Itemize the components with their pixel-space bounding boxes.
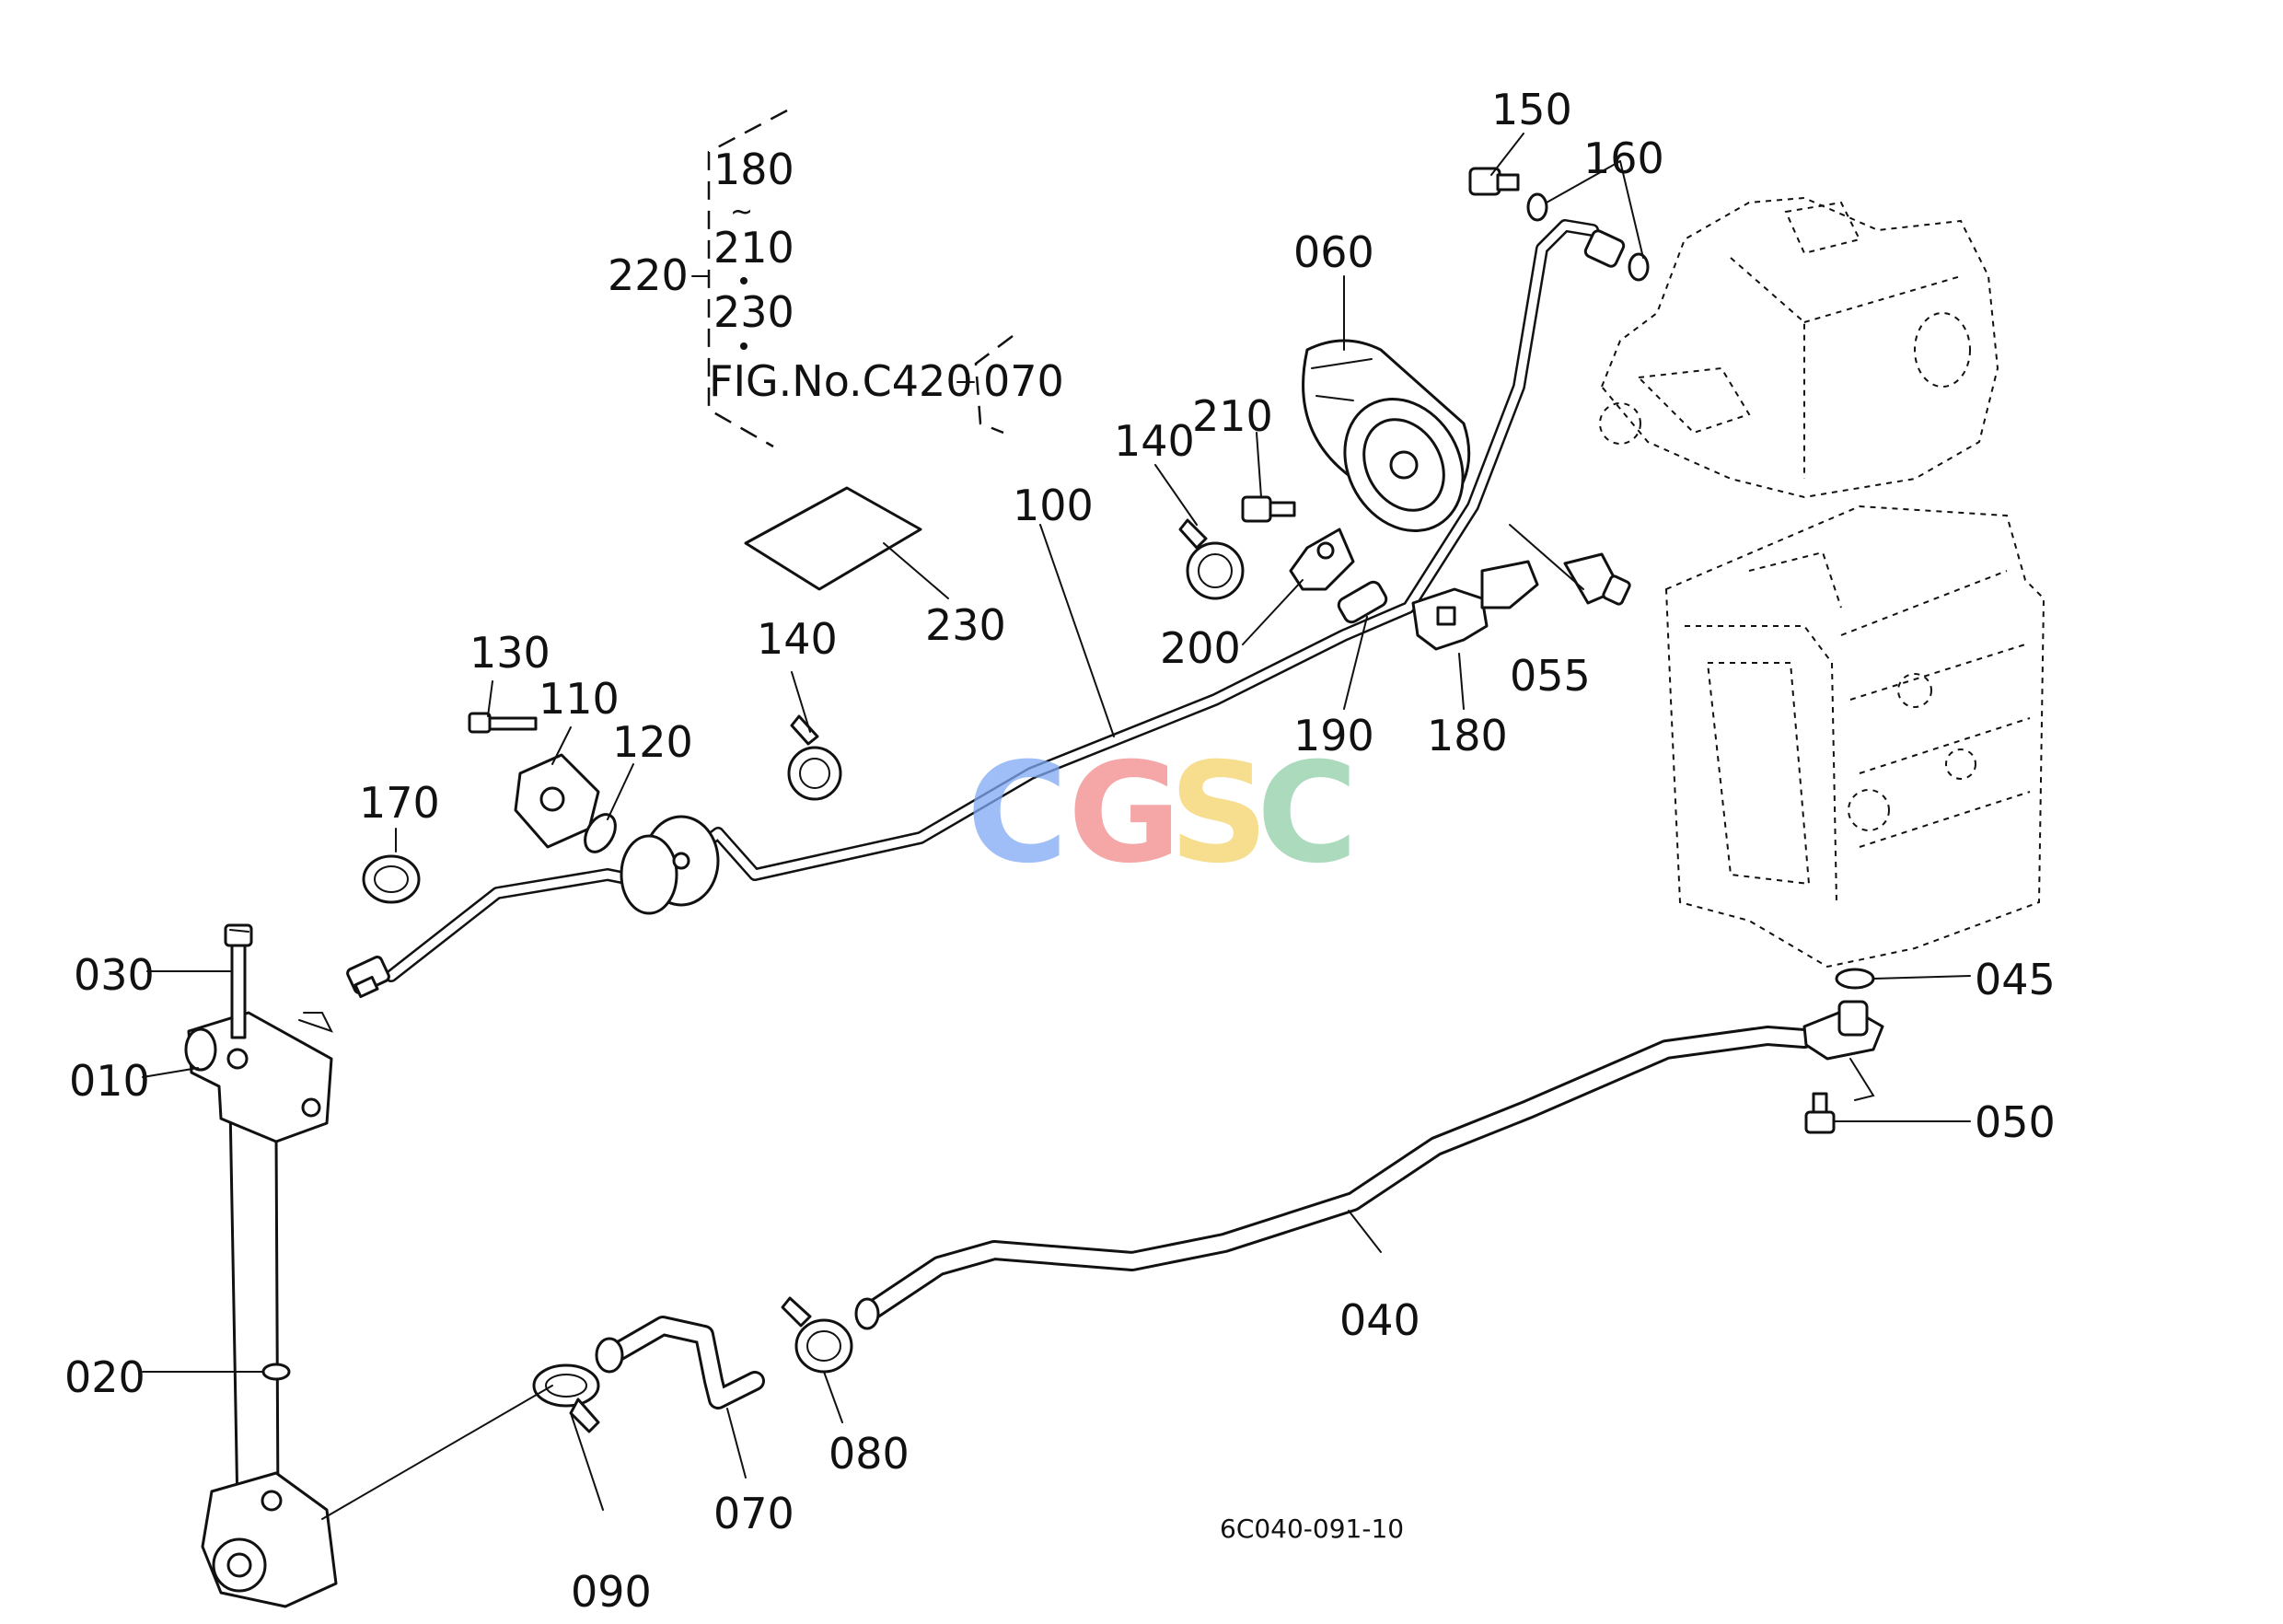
hose-clamp-080 [781, 1296, 853, 1374]
vertical-pipe [228, 1103, 280, 1512]
group-range-start: 180 [713, 145, 794, 194]
label-130: 130 [469, 628, 550, 678]
engine-block [1599, 196, 1999, 499]
bolt-210 [1241, 495, 1296, 523]
group-range-end: 210 [713, 223, 794, 273]
label-150: 150 [1491, 85, 1572, 134]
group-dot-2 [740, 342, 747, 350]
label-160: 160 [1583, 133, 1664, 183]
label-010: 010 [69, 1056, 150, 1106]
diagram-code: 6C040-091-10 [1220, 1514, 1404, 1544]
label-120: 120 [612, 717, 693, 767]
pipe-flange [1802, 1000, 1884, 1101]
suction-pipe [854, 1026, 1814, 1330]
group-fig-part: 070 [983, 356, 1064, 406]
watermark-letter-1: C [967, 734, 1068, 894]
watermark-letter-2: G [1068, 734, 1181, 894]
label-080: 080 [829, 1429, 910, 1479]
part-labels: 010 020 030 040 045 050 055 060 070 080 … [64, 85, 2056, 1617]
label-140-a: 140 [1114, 416, 1195, 466]
group-extra: 230 [713, 287, 794, 337]
pipe-fitting [346, 956, 390, 999]
watermark: C G S C [967, 734, 1358, 894]
fitting-055 [1563, 552, 1631, 606]
label-200: 200 [1160, 623, 1241, 673]
clip-180 [1411, 560, 1539, 651]
banjo-fitting [1583, 229, 1626, 268]
hose-clamp-140-b [787, 714, 842, 801]
o-ring-045 [1835, 968, 1875, 990]
banjo-bolt-150 [1468, 167, 1520, 196]
label-020: 020 [64, 1352, 145, 1402]
label-230: 230 [925, 600, 1006, 650]
bolt-050 [1804, 1092, 1836, 1134]
bolt-130 [468, 712, 538, 734]
label-090: 090 [571, 1567, 652, 1617]
watermark-letter-4: C [1257, 734, 1358, 894]
group-assembly-number: 220 [608, 250, 689, 300]
pipe-block [184, 1011, 333, 1143]
oil-filter [1302, 339, 1471, 533]
label-030: 030 [74, 950, 155, 1000]
group-range-tilde: ~ [730, 196, 753, 228]
bolt-030 [224, 923, 253, 1039]
sheet-230 [744, 486, 922, 591]
label-060: 060 [1293, 227, 1374, 277]
gasket-160-b [1628, 252, 1650, 282]
hose-clamp-170 [362, 854, 421, 904]
hose [595, 1316, 765, 1409]
label-100: 100 [1013, 481, 1094, 530]
sleeve-190 [1337, 580, 1388, 624]
o-ring-120 [584, 813, 617, 853]
gasket-160-a [1526, 192, 1548, 222]
flange-110 [514, 753, 600, 849]
label-180: 180 [1427, 711, 1508, 760]
o-ring-020 [261, 1363, 291, 1381]
filter-head [620, 815, 720, 915]
hose-clamp-140-a [1178, 518, 1245, 600]
transmission-case [1664, 505, 2045, 969]
group-dot-1 [740, 277, 747, 284]
oil-pump [201, 1471, 338, 1608]
group-bracket [707, 109, 1014, 448]
watermark-letter-3: S [1169, 734, 1269, 894]
group-note: 220 180 ~ 210 230 FIG.No.C420 070 [608, 145, 1064, 406]
label-050: 050 [1975, 1097, 2056, 1147]
label-140-b: 140 [757, 614, 838, 664]
hose-clamp-090 [532, 1363, 600, 1433]
label-055: 055 [1510, 651, 1591, 701]
group-fig-ref: FIG.No.C420 [709, 356, 973, 406]
label-110: 110 [539, 674, 620, 724]
leader-lines [142, 133, 1971, 1520]
label-190: 190 [1293, 711, 1374, 760]
label-210: 210 [1192, 391, 1273, 441]
label-045: 045 [1975, 955, 2056, 1004]
clamp-200 [1289, 528, 1355, 591]
label-170: 170 [359, 778, 440, 828]
label-040: 040 [1339, 1295, 1420, 1345]
label-070: 070 [713, 1489, 794, 1538]
